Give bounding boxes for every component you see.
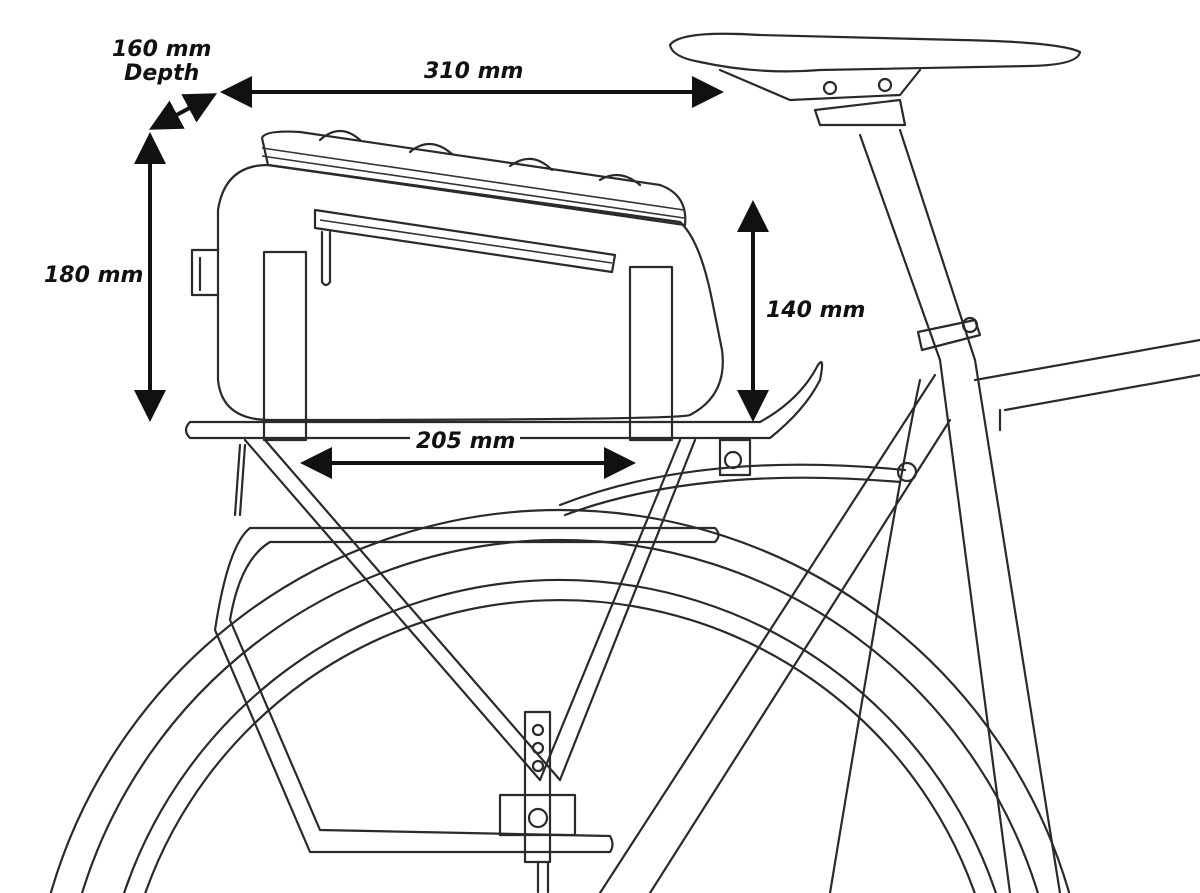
- bike-frame: [598, 128, 1200, 893]
- length-label: 310 mm: [424, 59, 524, 84]
- base-length-label: 205 mm: [416, 429, 516, 454]
- height-label: 180 mm: [44, 263, 144, 288]
- depth-value: 160 mm: [112, 37, 212, 62]
- depth-caption: Depth: [124, 61, 200, 86]
- rear-height-label: 140 mm: [766, 298, 866, 323]
- rear-rack: [184, 361, 918, 893]
- rear-wheel: [49, 508, 1071, 893]
- depth-arrow: [148, 93, 218, 130]
- trunk-bag: [190, 129, 724, 442]
- saddle: [668, 32, 1082, 127]
- depth-label: 160 mm Depth: [112, 38, 211, 86]
- fender: [558, 463, 907, 517]
